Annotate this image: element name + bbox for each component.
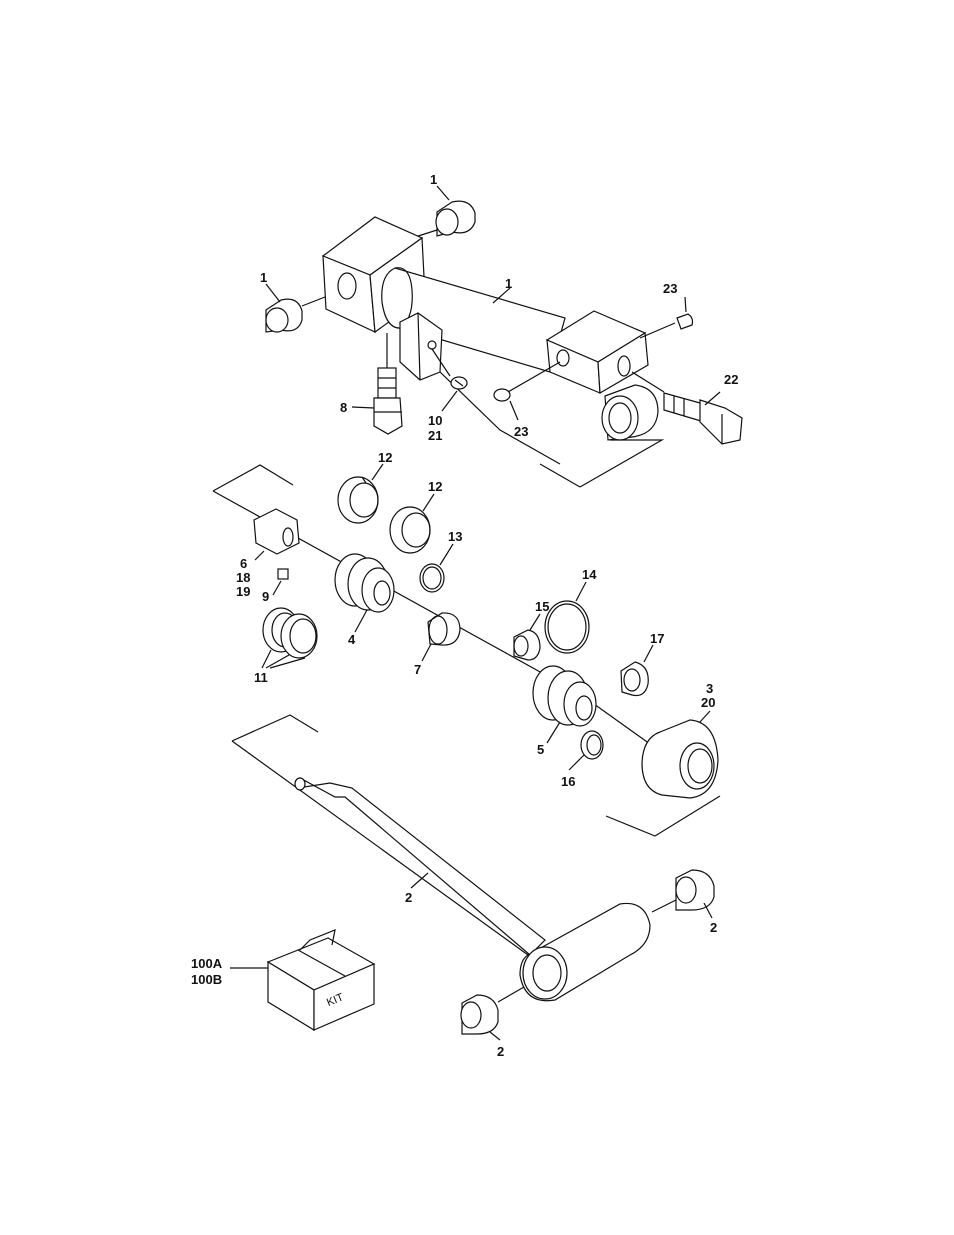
callout-16: 16 — [561, 774, 575, 789]
rod-assembly: KIT — [230, 714, 715, 1041]
callout-20: 20 — [701, 695, 715, 710]
rod-eye — [519, 902, 651, 1002]
wiper-17 — [620, 661, 649, 697]
callout-8: 8 — [340, 400, 347, 415]
seal-11 — [262, 607, 318, 659]
wear-ring-12a — [337, 476, 379, 524]
fitting-8 — [373, 333, 403, 435]
bushing-top — [435, 200, 476, 237]
callout-6: 6 — [240, 556, 247, 571]
callout-1-tube: 1 — [505, 276, 512, 291]
bushing-left — [265, 298, 303, 333]
callout-13: 13 — [448, 529, 462, 544]
callout-23-lower: 23 — [514, 424, 528, 439]
valve-22 — [631, 371, 743, 445]
backup-ring-16 — [580, 730, 604, 760]
callout-21: 21 — [428, 428, 442, 443]
callout-9: 9 — [262, 589, 269, 604]
callout-7: 7 — [414, 662, 421, 677]
callout-100a: 100A — [191, 956, 223, 971]
barrel-right-block — [545, 310, 649, 395]
o-ring-14 — [544, 600, 590, 654]
piston-gland-assembly — [212, 463, 721, 837]
callout-10: 10 — [428, 413, 442, 428]
callout-12-a: 12 — [378, 450, 392, 465]
kit-box: KIT — [266, 929, 376, 1032]
plug-23-upper — [639, 313, 694, 339]
barrel-bracket — [399, 312, 443, 381]
piston-rod — [294, 777, 546, 956]
callout-1-top: 1 — [430, 172, 437, 187]
rod-bushing-right — [675, 869, 715, 911]
nut-6 — [253, 508, 300, 555]
wear-ring-12b — [389, 506, 431, 554]
callout-1-left: 1 — [260, 270, 267, 285]
head-3 — [641, 719, 719, 799]
callout-4: 4 — [348, 632, 356, 647]
callout-22: 22 — [724, 372, 738, 387]
gland-5 — [532, 665, 597, 727]
backup-ring-15 — [513, 629, 541, 661]
barrel-assembly — [265, 185, 743, 488]
callout-100b: 100B — [191, 972, 222, 987]
callout-2-rod: 2 — [405, 890, 412, 905]
callout-17: 17 — [650, 631, 664, 646]
callout-11: 11 — [254, 670, 268, 685]
callout-2-right: 2 — [710, 920, 717, 935]
callout-3: 3 — [706, 681, 713, 696]
o-ring-13 — [419, 563, 445, 593]
callout-15: 15 — [535, 599, 549, 614]
plug-23-lower — [493, 361, 561, 402]
rod-bushing-left — [460, 994, 499, 1035]
spacer-7 — [427, 612, 461, 646]
callout-2-left: 2 — [497, 1044, 504, 1059]
plug-10 — [431, 348, 468, 390]
callout-14: 14 — [582, 567, 597, 582]
callout-12-b: 12 — [428, 479, 442, 494]
barrel-rear-ring — [601, 384, 659, 441]
callout-5: 5 — [537, 742, 544, 757]
callout-labels: 1 1 1 23 22 8 10 21 23 12 12 13 6 18 19 … — [191, 172, 738, 1059]
callout-18: 18 — [236, 570, 250, 585]
piston-4 — [334, 553, 395, 613]
callout-19: 19 — [236, 584, 250, 599]
callout-23-upper: 23 — [663, 281, 677, 296]
setscrew-9 — [277, 568, 289, 580]
